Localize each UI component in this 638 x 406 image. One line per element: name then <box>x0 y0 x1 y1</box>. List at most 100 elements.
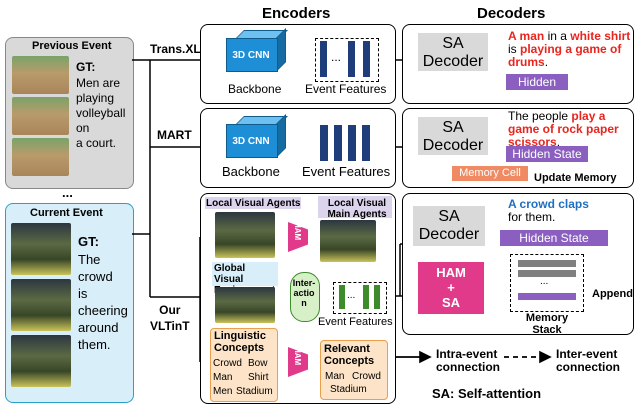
feature-bar <box>334 125 342 161</box>
current-event-panel: Current Event GT: The crowd is cheering … <box>5 203 134 403</box>
previous-gt-text: Men are playing volleyball on a court. <box>76 76 125 151</box>
local-agents-box <box>205 197 301 209</box>
cnn-block-2: 3D CNN <box>226 114 288 166</box>
interaction-label: Inter-action <box>292 278 316 308</box>
sa-decoder-3: SA Decoder <box>413 206 485 246</box>
linguistic-label: Linguistic Concepts <box>214 330 266 354</box>
local-main-agents-image <box>320 220 376 262</box>
events-ellipsis: ... <box>62 185 73 200</box>
previous-event-title: Previous Event <box>32 40 112 52</box>
relevant-word: Stadium <box>330 384 367 395</box>
caption-3-text: . <box>552 210 556 224</box>
previous-gt-line: volleyball <box>76 106 126 120</box>
caption-1: A man in a white shirt is playing a game… <box>508 30 632 69</box>
concept-word: Stadium <box>236 386 273 397</box>
legend-sa: SA: Self-attention <box>432 386 542 401</box>
local-agents-label: Local Visual Agents <box>206 198 301 209</box>
current-gt-line: around <box>78 320 119 335</box>
feature-bar <box>348 125 356 161</box>
method-mart: MART <box>157 128 192 142</box>
ham-bottom <box>288 347 308 377</box>
hidden-state-3: Hidden State <box>500 230 608 246</box>
memory-cell: Memory Cell <box>452 166 528 181</box>
current-frame-2 <box>11 279 71 331</box>
memory-stack-bar <box>518 270 576 277</box>
hidden-state-2: Hidden State <box>506 146 588 162</box>
feature-bar <box>348 41 355 77</box>
previous-gt-line: a court. <box>76 136 117 150</box>
memory-stack-box <box>510 254 584 312</box>
current-gt-line: The <box>78 252 101 267</box>
memory-stack-bar <box>518 293 576 300</box>
feature-bar <box>320 41 327 77</box>
previous-gt-line: on <box>76 121 90 135</box>
concept-word: Bow <box>248 358 268 369</box>
previous-gt-label: GT: <box>76 60 96 74</box>
caption-1-highlight: white shirt <box>570 29 631 43</box>
cnn-label-2: 3D CNN <box>232 136 270 147</box>
caption-1-text: . <box>544 55 549 69</box>
caption-1-text: is <box>508 42 520 56</box>
relevant-box <box>320 340 388 400</box>
memory-stack-label: Memory Stack <box>525 312 569 336</box>
feature-bar <box>363 41 370 77</box>
caption-3-highlight: A crowd claps <box>508 197 589 211</box>
caption-2-text: The people <box>508 109 572 123</box>
method-transxl: Trans.XL <box>150 42 201 56</box>
current-frame-3 <box>11 335 71 387</box>
relevant-label: Relevant Concepts <box>324 343 375 367</box>
relevant-word: Man <box>325 371 345 382</box>
current-gt-text: The crowd is cheering around them. <box>78 251 128 353</box>
previous-frame-1 <box>12 56 69 94</box>
caption-2-text: . <box>556 135 561 149</box>
feature-bar <box>362 125 370 161</box>
current-gt-label: GT: <box>78 234 99 249</box>
ham-top-label: HAM <box>293 222 302 241</box>
linguistic-box <box>210 328 278 402</box>
ham-sa-line: + <box>447 280 455 295</box>
global-env-image <box>215 287 275 323</box>
append-label: Append <box>592 288 633 300</box>
ham-bottom-label: HAM <box>293 347 302 366</box>
current-gt-line: cheering <box>78 303 128 318</box>
hidden-state-1: Hidden State <box>506 74 568 105</box>
decoders-header: Decoders <box>477 5 546 22</box>
interaction-node <box>290 272 320 322</box>
caption-1-text: in a <box>544 29 571 43</box>
update-memory-label: Update Memory <box>534 172 617 184</box>
global-env-box <box>212 262 278 286</box>
features-dots-1: ... <box>331 50 342 64</box>
caption-1-highlight: playing a game of drums <box>508 42 622 69</box>
legend-inter: Inter-event connection <box>556 347 621 374</box>
previous-event-panel: Previous Event GT: Men are playing volle… <box>5 37 134 189</box>
current-gt-line: is <box>78 286 88 301</box>
current-event-title: Current Event <box>30 207 103 219</box>
backbone-label-1: Backbone <box>228 82 282 96</box>
concept-word: Shirt <box>248 372 269 383</box>
current-gt-line: them. <box>78 337 111 352</box>
caption-2-highlight: play a game of rock paper scissors <box>508 109 619 149</box>
local-main-agents-label: Local Visual Main Agents <box>327 198 387 220</box>
caption-2: The people play a game of rock paper sci… <box>508 110 632 149</box>
feature-bar <box>320 125 328 161</box>
ham-sa-box: HAM + SA <box>418 262 484 314</box>
concept-word: Crowd <box>213 358 242 369</box>
sa-decoder-2: SA Decoder <box>418 117 488 155</box>
relevant-word: Crowd <box>352 371 381 382</box>
previous-gt-line: Men are <box>76 76 121 90</box>
ham-top <box>288 222 308 252</box>
event-features-label-2: Event Features <box>302 164 391 179</box>
event-features-box-1 <box>315 38 379 82</box>
event-features-label-1: Event Features <box>305 82 387 96</box>
vltint-features-box <box>333 282 387 314</box>
ham-sa-line: HAM <box>436 265 466 280</box>
previous-frame-2 <box>12 97 69 135</box>
caption-3-text: for them <box>508 210 553 224</box>
concept-word: Men <box>213 386 233 397</box>
memory-stack-bar <box>518 260 576 267</box>
concept-word: Man <box>213 372 233 383</box>
current-gt-line: crowd <box>78 269 113 284</box>
sa-decoder-1: SA Decoder <box>418 33 488 71</box>
method-ours-line2: VLTinT <box>150 319 190 333</box>
